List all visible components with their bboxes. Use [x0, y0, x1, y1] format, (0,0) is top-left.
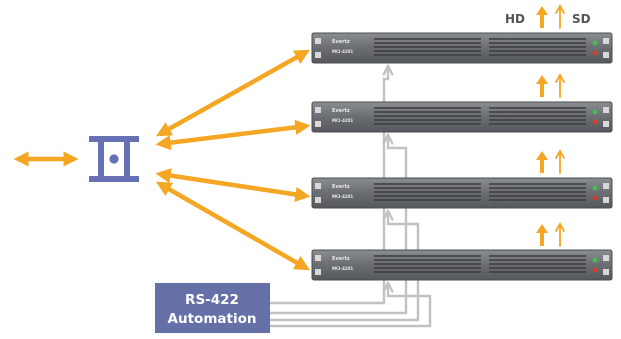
rack-units: EvertzMCI-4201EvertzMCI-4201EvertzMCI-42… — [311, 32, 613, 281]
output-arrows — [536, 4, 565, 247]
automation-wire-4 — [270, 284, 432, 328]
rack-screw — [315, 38, 321, 44]
status-led-red — [592, 267, 598, 273]
rack-body — [311, 32, 613, 64]
status-led-red — [592, 119, 598, 125]
status-led-green — [592, 185, 598, 191]
rack-brand: Evertz — [332, 108, 350, 114]
status-led-green — [592, 40, 598, 46]
automation-wire-3 — [270, 212, 420, 322]
up-arrow-solid-icon — [536, 6, 548, 28]
hd-label: HD — [505, 12, 525, 26]
status-led-red — [592, 195, 598, 201]
status-led-red — [592, 50, 598, 56]
rack-screw — [603, 197, 609, 203]
rack-screw — [315, 52, 321, 58]
rack-model: MCI-4201 — [332, 194, 353, 199]
rack-screw — [315, 197, 321, 203]
router-link-3 — [155, 168, 311, 202]
rack-screw — [315, 183, 321, 189]
up-arrow-outline-icon — [555, 149, 565, 174]
automation-line-1: RS-422 — [185, 292, 239, 308]
rack-body — [311, 101, 613, 133]
automation-wire-2 — [270, 136, 408, 315]
up-arrow-outline-icon — [555, 73, 565, 98]
rack-body — [311, 249, 613, 281]
rack-body — [311, 177, 613, 209]
rack-screw — [603, 255, 609, 261]
automation-wire-1 — [270, 67, 388, 305]
rack-brand: Evertz — [332, 39, 350, 45]
up-arrow-outline-icon — [555, 4, 565, 29]
up-arrow-solid-icon — [536, 224, 548, 246]
rack-screw — [603, 52, 609, 58]
rack-screw — [603, 269, 609, 275]
router-link-4 — [156, 181, 310, 271]
rack-model: MCI-4201 — [332, 49, 353, 54]
automation-line-2: Automation — [168, 311, 257, 327]
rack-screw — [603, 121, 609, 127]
router-links — [155, 49, 311, 271]
rack-screw — [315, 269, 321, 275]
automation-box: RS-422 Automation — [155, 283, 270, 333]
rack-screw — [603, 107, 609, 113]
rack-model: MCI-4201 — [332, 266, 353, 271]
rack-model: MCI-4201 — [332, 118, 353, 123]
status-led-green — [592, 257, 598, 263]
up-arrow-solid-icon — [536, 151, 548, 173]
rack-screw — [315, 121, 321, 127]
rack-brand: Evertz — [332, 184, 350, 190]
sd-label: SD — [572, 12, 591, 26]
router-link-1 — [155, 49, 311, 137]
automation-wiring — [270, 67, 432, 328]
rack-screw — [603, 38, 609, 44]
rack-screw — [603, 183, 609, 189]
up-arrow-solid-icon — [536, 75, 548, 97]
rack-screw — [315, 255, 321, 261]
rack-screw — [315, 107, 321, 113]
rack-brand: Evertz — [332, 256, 350, 262]
router-icon — [89, 136, 139, 182]
up-arrow-outline-icon — [555, 222, 565, 247]
router-link-2 — [155, 119, 311, 151]
status-led-green — [592, 109, 598, 115]
